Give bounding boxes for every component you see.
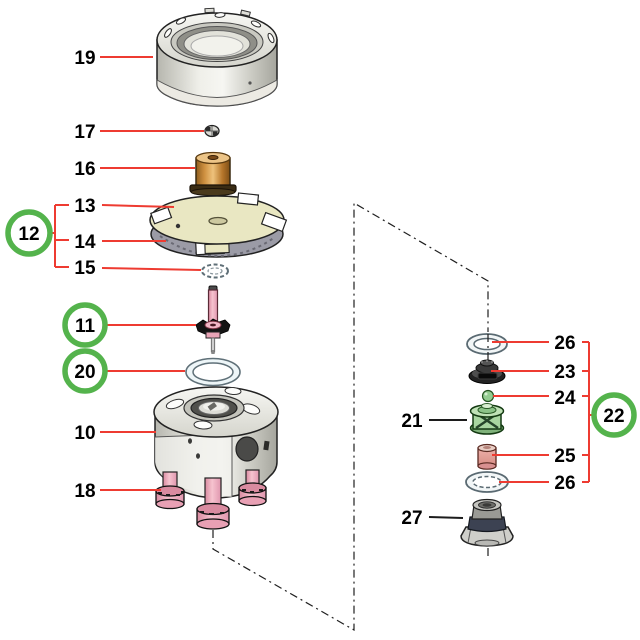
- callout-23: 23: [554, 362, 575, 383]
- callout-25: 25: [554, 446, 576, 467]
- callout-27: 27: [401, 508, 422, 529]
- callout-20: 20: [74, 362, 95, 383]
- callout-19: 19: [74, 48, 95, 69]
- part-17-nut: [204, 124, 220, 138]
- callout-circle-12: [5, 209, 53, 257]
- callout-14: 14: [74, 232, 96, 253]
- callout-12: 12: [18, 224, 39, 245]
- part-26-o-ring-top: [466, 333, 508, 355]
- part-15-washer: [201, 263, 229, 279]
- callout-18: 18: [74, 481, 95, 502]
- callout-11: 11: [75, 316, 96, 337]
- leader-lines-black: [428, 419, 467, 519]
- callout-labels: 19 17 16 13 14 15 12 11 20 10 18 21 27 2…: [18, 48, 624, 529]
- part-19-cap-ring: [156, 7, 278, 107]
- part-16-brass-insert: [189, 151, 237, 196]
- callout-26-top: 26: [554, 333, 575, 354]
- callout-circle-20: [62, 348, 108, 394]
- part-25-insert: [477, 443, 497, 470]
- callout-26-bottom: 26: [554, 473, 575, 494]
- callout-15: 15: [74, 258, 96, 279]
- callout-16: 16: [74, 159, 95, 180]
- callout-10: 10: [74, 423, 95, 444]
- bracket-12: [50, 204, 69, 268]
- callout-circle-11: [62, 302, 108, 348]
- part-18-fittings: [155, 469, 267, 530]
- leader-lines-red: [50, 56, 594, 491]
- callout-21: 21: [401, 411, 423, 432]
- callout-circle-22: [591, 392, 637, 438]
- callout-24: 24: [554, 388, 576, 409]
- part-24-ball: [481, 389, 495, 403]
- callout-13: 13: [74, 196, 95, 217]
- part-21-valve-spool: [469, 403, 505, 435]
- part-11-needle-valve: [195, 285, 231, 354]
- part-27-cap-nut: [460, 498, 514, 547]
- part-13-14-disc: [149, 192, 288, 258]
- part-20-o-ring: [185, 357, 241, 387]
- callout-17: 17: [74, 122, 95, 143]
- callout-22: 22: [603, 406, 624, 427]
- bracket-22: [582, 341, 594, 483]
